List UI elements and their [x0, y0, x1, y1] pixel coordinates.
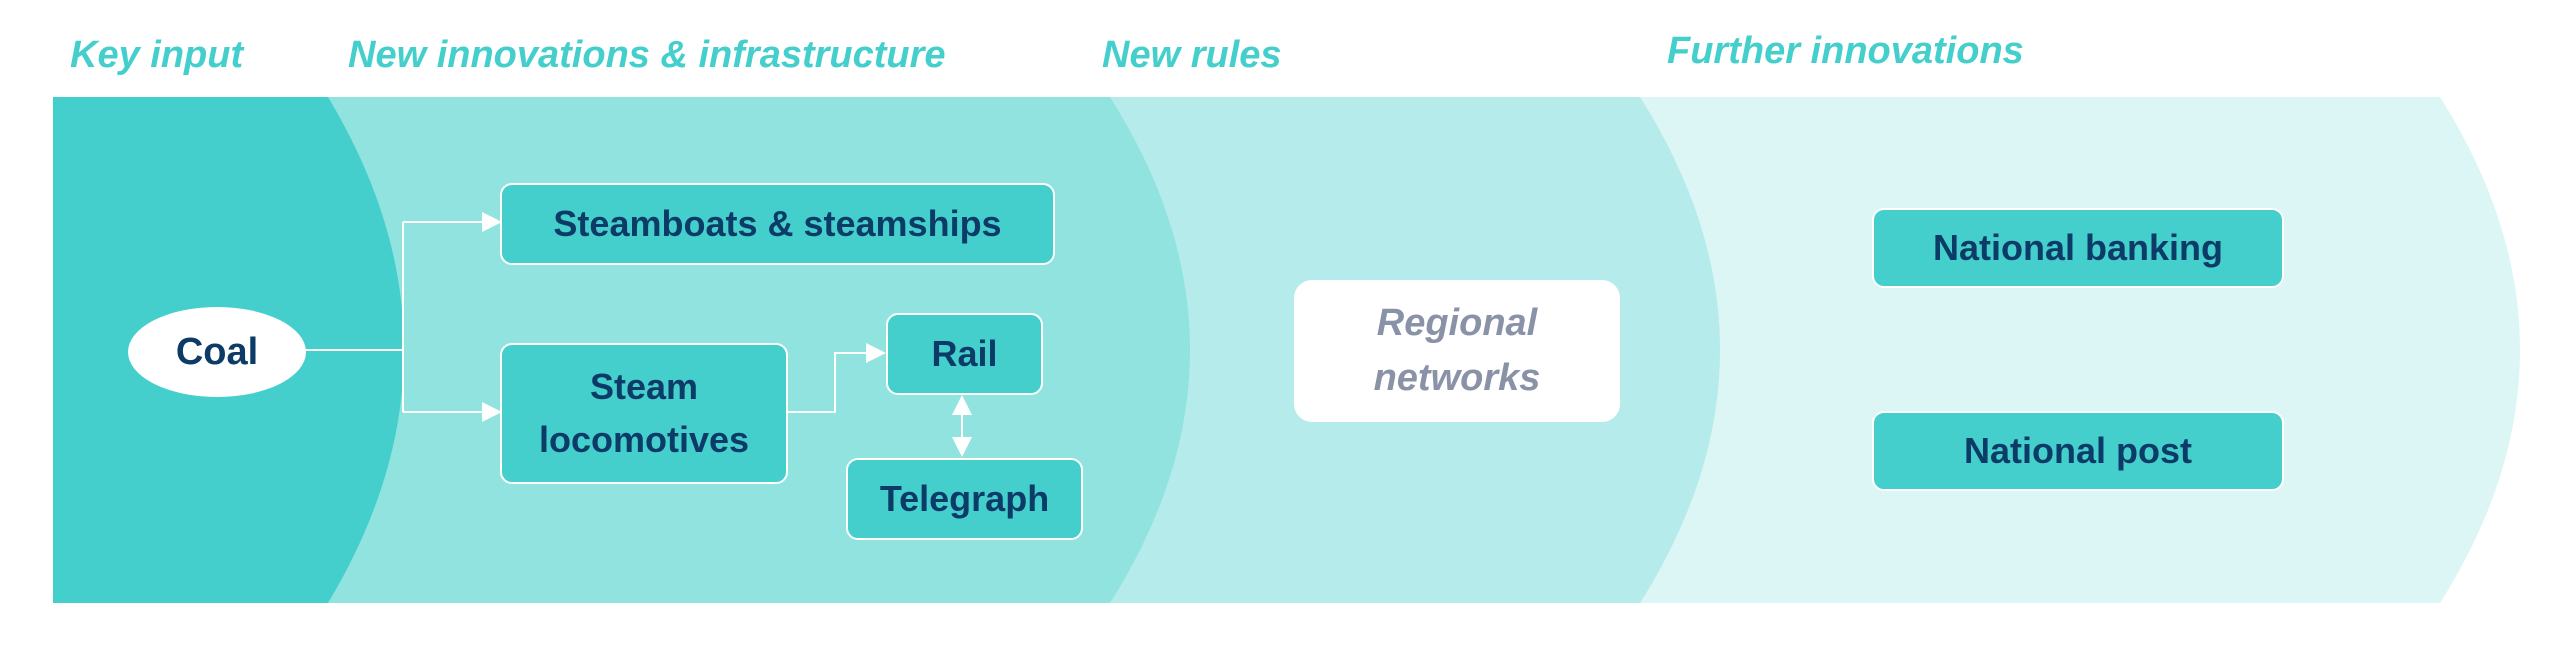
arrow-locomotives-to-rail — [788, 343, 886, 413]
node-steamboats: Steamboats & steamships — [500, 183, 1055, 265]
node-coal-label: Coal — [175, 330, 259, 373]
heading-new-rules: New rules — [1102, 34, 1282, 76]
node-steamboats-label: Steamboats & steamships — [553, 202, 1002, 244]
node-national-post-label: National post — [1963, 429, 2192, 471]
node-telegraph-label: Telegraph — [879, 477, 1050, 519]
node-rail: Rail — [886, 313, 1043, 395]
node-steam-locomotives-line1: Steam — [589, 366, 699, 408]
node-telegraph: Telegraph — [846, 458, 1083, 540]
node-rail-label: Rail — [931, 332, 998, 374]
node-regional-networks: Regional networks — [1294, 280, 1620, 422]
heading-further-innovations: Further innovations — [1667, 30, 2024, 72]
node-national-banking: National banking — [1872, 208, 2284, 288]
node-steam-locomotives-line2: locomotives — [538, 418, 750, 460]
node-steam-locomotives: Steam locomotives — [500, 343, 788, 484]
heading-key-input: Key input — [70, 34, 244, 76]
band-further-innovations — [1640, 97, 2520, 603]
node-national-post: National post — [1872, 411, 2284, 491]
heading-new-innovations: New innovations & infrastructure — [348, 34, 946, 76]
node-coal: Coal — [128, 307, 306, 397]
node-national-banking-label: National banking — [1932, 226, 2224, 268]
node-regional-line1: Regional — [1376, 301, 1538, 344]
node-regional-line2: networks — [1373, 357, 1541, 399]
